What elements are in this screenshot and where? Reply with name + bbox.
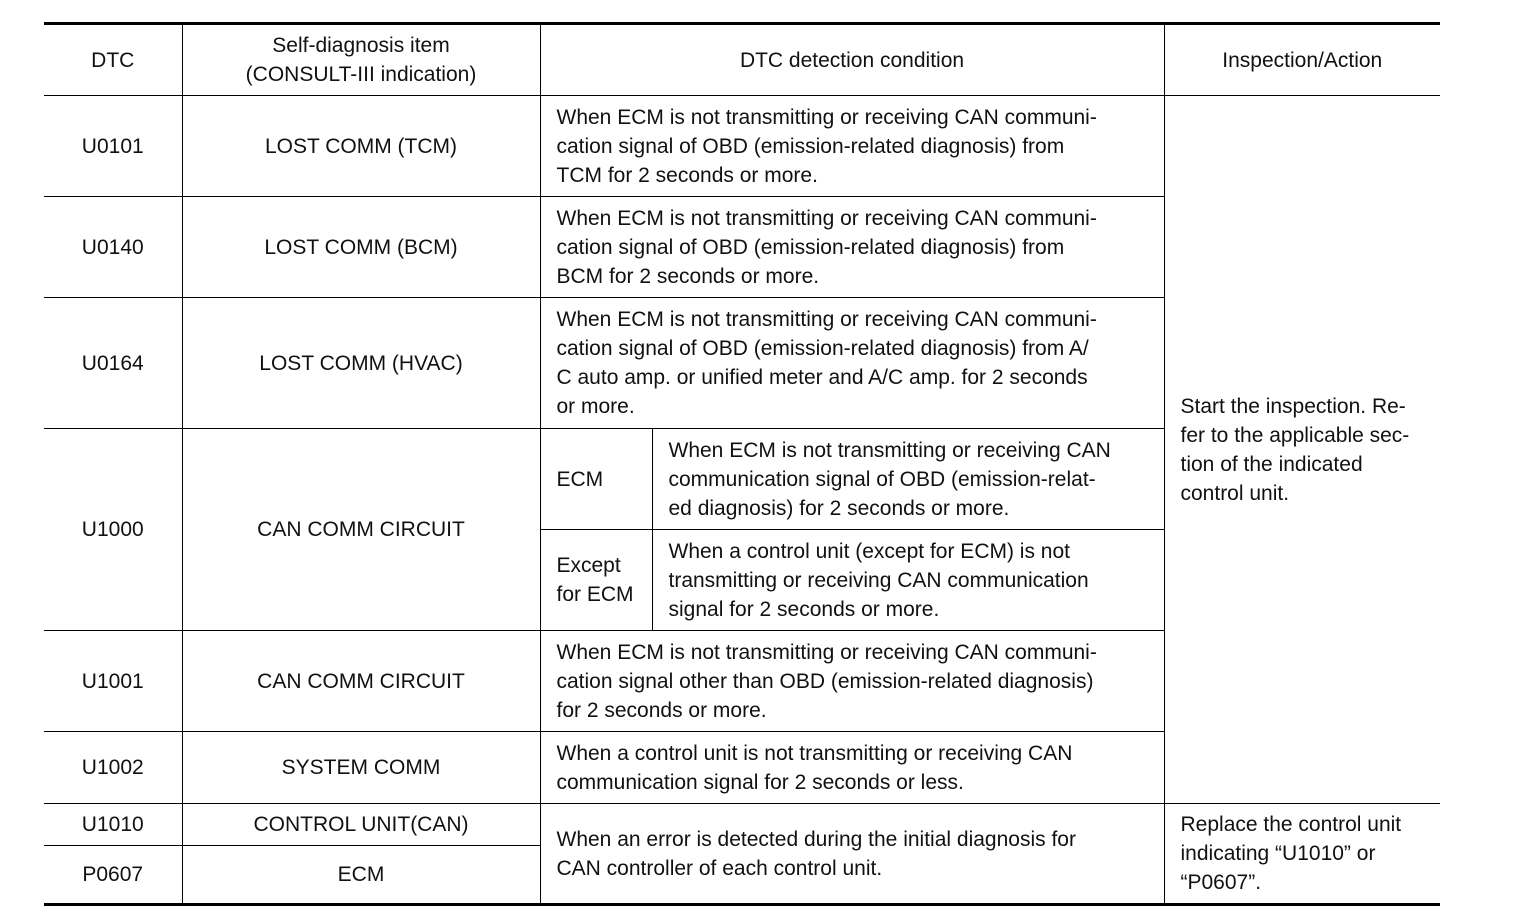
condition-line: cation signal other than OBD (emission-r… xyxy=(556,669,1094,693)
condition-line: When an error is detected during the ini… xyxy=(556,827,1076,851)
condition-line: for 2 seconds or more. xyxy=(556,698,767,722)
condition-line: When ECM is not transmitting or receivin… xyxy=(556,206,1097,230)
detection-condition: When ECM is not transmitting or receivin… xyxy=(651,428,1164,530)
condition-line: cation signal of OBD (emission-related d… xyxy=(556,235,1065,259)
inspection-action: Start the inspection. Re- fer to the app… xyxy=(1163,95,1440,804)
detection-condition: When ECM is not transmitting or receivin… xyxy=(539,95,1165,197)
condition-line: C auto amp. or unified meter and A/C amp… xyxy=(556,366,1088,389)
condition-line: cation signal of OBD (emission-related d… xyxy=(556,134,1065,158)
self-diagnosis-item: SYSTEM COMM xyxy=(181,731,541,804)
table-row: U0101 LOST COMM (TCM) When ECM is not tr… xyxy=(44,95,1440,804)
action-line: fer to the applicable sec- xyxy=(1180,423,1410,447)
self-diagnosis-item: CONTROL UNIT(CAN) xyxy=(181,803,541,846)
condition-line: CAN controller of each control unit. xyxy=(556,856,883,880)
action-line: control unit. xyxy=(1180,481,1290,505)
header-detection-condition: DTC detection condition xyxy=(539,23,1165,96)
dtc-code: U1001 xyxy=(44,630,183,732)
header-self-diagnosis-item: Self-diagnosis item (CONSULT-III indicat… xyxy=(181,23,541,96)
condition-line: transmitting or receiving CAN communicat… xyxy=(668,568,1089,592)
action-line: tion of the indicated xyxy=(1180,452,1363,476)
table-row: P0607 ECM xyxy=(44,845,1440,905)
detection-condition: When ECM is not transmitting or receivin… xyxy=(539,196,1164,298)
self-diagnosis-item: CAN COMM CIRCUIT xyxy=(181,630,541,732)
dtc-code: U0164 xyxy=(44,297,183,429)
condition-line: When ECM is not transmitting or receivin… xyxy=(556,105,1097,129)
detection-condition: When ECM is not transmitting or receivin… xyxy=(539,297,1164,429)
table-row: U1001 CAN COMM CIRCUIT When ECM is not t… xyxy=(44,630,1440,732)
self-diagnosis-item: CAN COMM CIRCUIT xyxy=(181,428,541,631)
unit-name: ECM xyxy=(539,428,653,530)
condition-line: cation signal of OBD (emission-related d… xyxy=(556,337,1089,360)
self-diagnosis-item: LOST COMM (TCM) xyxy=(181,95,541,197)
condition-line: TCM for 2 seconds or more. xyxy=(556,163,818,187)
condition-line: BCM for 2 seconds or more. xyxy=(556,264,820,288)
condition-line: When ECM is not transmitting or receivin… xyxy=(556,308,1097,331)
condition-line: ed diagnosis) for 2 seconds or more. xyxy=(668,496,1010,520)
detection-condition: When a control unit is not transmitting … xyxy=(539,731,1164,804)
dtc-code: U0140 xyxy=(44,196,183,298)
dtc-code: P0607 xyxy=(44,845,183,905)
detection-condition: When a control unit (except for ECM) is … xyxy=(651,529,1164,631)
unit-line: for ECM xyxy=(556,583,634,606)
condition-line: When ECM is not transmitting or receivin… xyxy=(668,438,1111,462)
table-row: U0164 LOST COMM (HVAC) When ECM is not t… xyxy=(44,297,1440,429)
unit-line: ECM xyxy=(556,467,604,491)
dtc-table-frame: DTC Self-diagnosis item (CONSULT-III ind… xyxy=(44,22,1440,906)
action-line: indicating “U1010” or xyxy=(1180,842,1376,865)
condition-line: or more. xyxy=(556,395,635,418)
action-line: Replace the control unit xyxy=(1180,813,1402,836)
self-diagnosis-item: ECM xyxy=(181,845,540,905)
action-line: Start the inspection. Re- xyxy=(1180,394,1406,418)
table-row: Except for ECM When a control unit (exce… xyxy=(44,529,1440,631)
condition-line: When ECM is not transmitting or receivin… xyxy=(556,640,1097,664)
header-item-line: Self-diagnosis item xyxy=(272,34,450,57)
header-inspection-action: Inspection/Action xyxy=(1163,23,1440,96)
condition-line: When a control unit (except for ECM) is … xyxy=(668,539,1071,563)
detection-condition: When ECM is not transmitting or receivin… xyxy=(539,630,1164,732)
dtc-code: U1010 xyxy=(44,803,183,846)
header-dtc: DTC xyxy=(44,23,183,96)
dtc-code: U1000 xyxy=(44,428,183,631)
table-row: U1010 CONTROL UNIT(CAN) When an error is… xyxy=(44,803,1440,905)
detection-condition: When an error is detected during the ini… xyxy=(539,803,1165,905)
table-row: U1000 CAN COMM CIRCUIT ECM When ECM is n… xyxy=(44,428,1440,631)
self-diagnosis-item: LOST COMM (BCM) xyxy=(181,196,541,298)
inspection-action: Replace the control unit indicating “U10… xyxy=(1163,803,1440,905)
header-item-line: (CONSULT-III indication) xyxy=(245,63,477,86)
self-diagnosis-item: LOST COMM (HVAC) xyxy=(181,297,541,429)
header-row: DTC Self-diagnosis item (CONSULT-III ind… xyxy=(44,23,1440,96)
unit-line: Except xyxy=(556,554,621,577)
condition-line: communication signal of OBD (emission-re… xyxy=(668,467,1096,491)
table-row: U1002 SYSTEM COMM When a control unit is… xyxy=(44,731,1440,804)
condition-line: When a control unit is not transmitting … xyxy=(556,741,1073,765)
table-row: U0140 LOST COMM (BCM) When ECM is not tr… xyxy=(44,196,1440,298)
condition-line: communication signal for 2 seconds or le… xyxy=(556,770,964,794)
unit-name: Except for ECM xyxy=(540,529,653,631)
dtc-table: DTC Self-diagnosis item (CONSULT-III ind… xyxy=(44,22,1440,906)
dtc-code: U1002 xyxy=(44,731,183,804)
dtc-code: U0101 xyxy=(44,95,183,197)
action-line: “P0607”. xyxy=(1180,871,1262,894)
condition-line: signal for 2 seconds or more. xyxy=(668,597,940,621)
